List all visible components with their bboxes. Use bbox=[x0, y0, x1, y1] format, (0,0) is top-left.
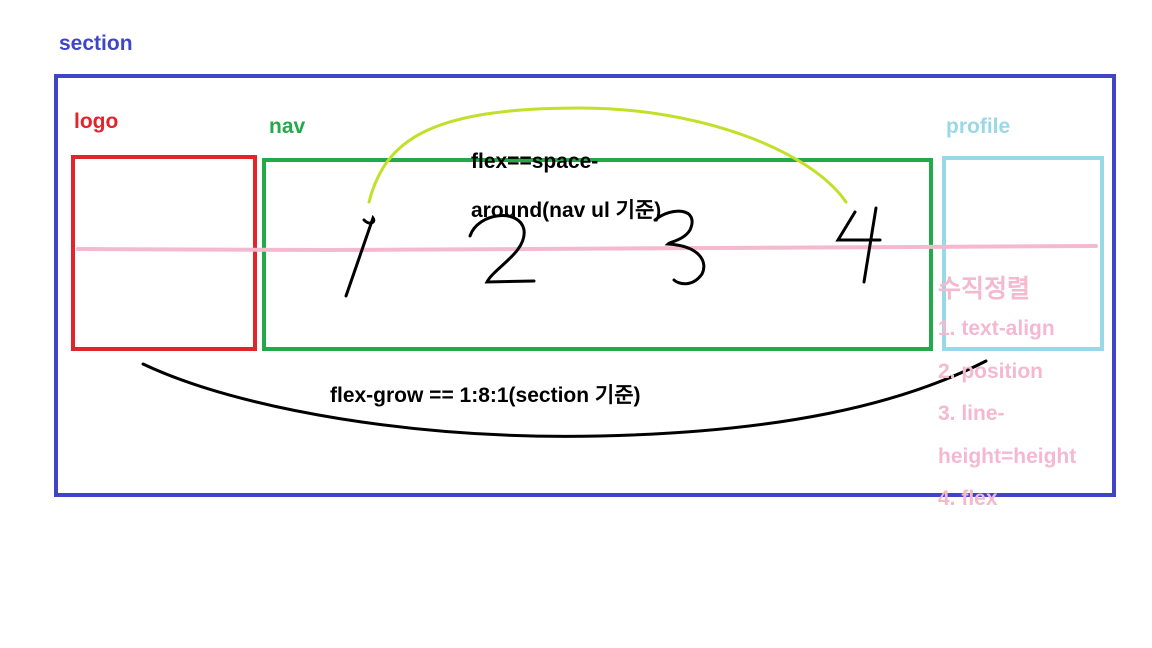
nav-flex-note-line2: around(nav ul 기준) bbox=[471, 199, 662, 222]
profile-box bbox=[942, 156, 1104, 351]
vertical-align-item: height=height bbox=[938, 444, 1077, 468]
vertical-align-item: 1. text-align bbox=[938, 317, 1055, 340]
vertical-align-item: 4. flex bbox=[938, 487, 998, 510]
nav-box bbox=[262, 158, 933, 351]
profile-label: profile bbox=[946, 115, 1011, 138]
vertical-align-item: 2. position bbox=[938, 359, 1043, 383]
vertical-align-title: 수직정렬 bbox=[938, 275, 1031, 303]
section-box bbox=[54, 74, 1116, 497]
vertical-align-item: 3. line- bbox=[938, 402, 1005, 425]
logo-box bbox=[71, 155, 257, 351]
nav-flex-note-line1: flex==space- bbox=[471, 150, 599, 173]
section-label: section bbox=[59, 32, 133, 55]
nav-label: nav bbox=[269, 115, 306, 138]
logo-label: logo bbox=[74, 110, 119, 133]
vertical-align-notes: 수직정렬 1. text-align 2. position 3. line- … bbox=[938, 270, 1148, 521]
flex-grow-note: flex-grow == 1:8:1(section 기준) bbox=[330, 384, 641, 407]
